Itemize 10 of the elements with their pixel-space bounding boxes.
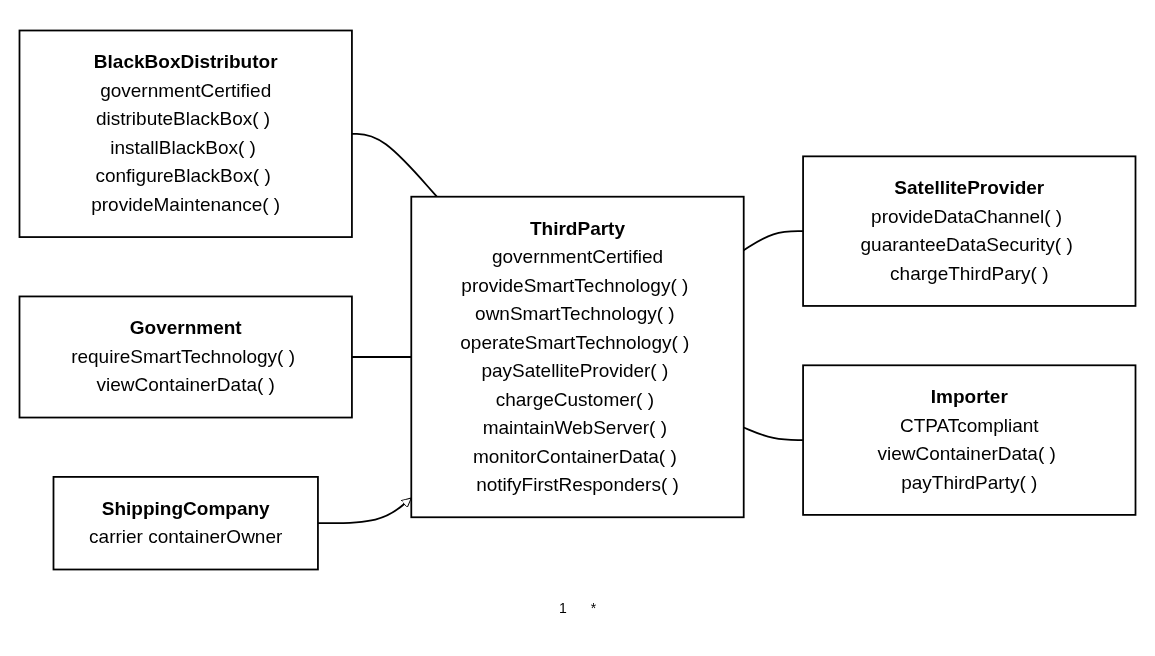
- connector: [351, 132, 438, 198]
- node-box: BlackBoxDistributor governmentCertified distributeBlackBox( ) installBlackBox( ) configureBlackBox( ) provideMaintenance( ): [18, 29, 353, 238]
- node-box: SatelliteProvider provideDataChannel( ) guaranteeDataSecurity( ) chargeThirdPary( ): [802, 155, 1137, 307]
- multiplicity-label: *: [590, 600, 597, 616]
- node-box: ShippingCompany carrier containerOwner: [52, 476, 319, 571]
- node-box: Importer CTPATcompliant viewContainerData( ) payThirdParty( ): [802, 364, 1137, 516]
- multiplicity-label: 1: [558, 600, 567, 616]
- node-box: Government requireSmartTechnology( ) viewContainerData( ): [18, 295, 353, 419]
- node-box: ThirdParty governmentCertified provideSmartTechnology( ) ownSmartTechnology( ) operateSmartTechnology( ) paySatelliteProvider( ) chargeCustomer( ) maintainWebServer( ) monitorContainerData( ) notifyFirstResponders( ): [410, 195, 745, 519]
- arrow: [317, 497, 412, 525]
